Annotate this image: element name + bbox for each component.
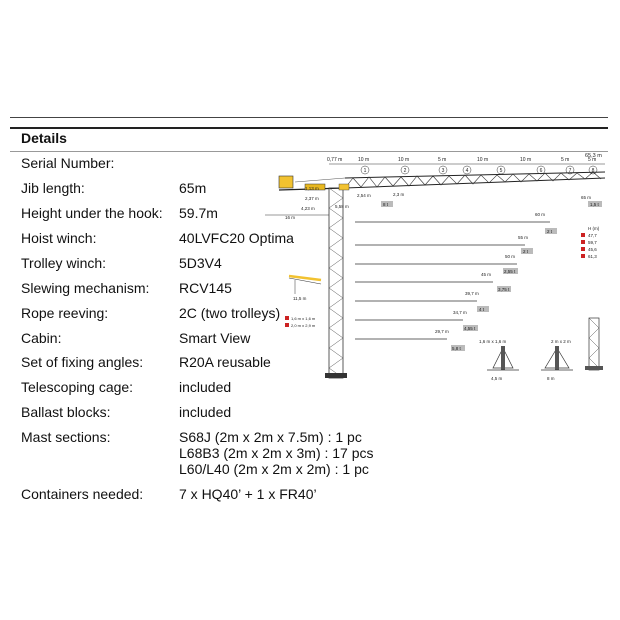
row-label-fixing-angles: Set of fixing angles: xyxy=(21,354,144,370)
section-num-4: 4 xyxy=(466,168,469,174)
section-num-3: 3 xyxy=(442,168,445,174)
dim-left-5: 2,3 m xyxy=(393,192,405,197)
dim-left-0: 1,13 m xyxy=(305,186,319,191)
jib-weight-0: 2 t xyxy=(547,229,553,234)
row-value-mast-sections: S68J (2m x 2m x 7.5m) : 1 pc L68B3 (2m x… xyxy=(179,429,374,477)
hoist-winch-text: 40LVFC20 Optima xyxy=(179,230,296,246)
jib-length-1: 55 m xyxy=(518,235,528,240)
section-title: Details xyxy=(21,130,67,146)
fixing-angles-text: R20A reusable xyxy=(179,354,273,370)
height-value-1: 59,7 xyxy=(588,240,597,245)
base-measure-1: 8 m xyxy=(547,376,555,381)
row-value-hoist-winch: 40LVFC20 Optima xyxy=(179,230,296,246)
dim-left-7: 8 t xyxy=(383,202,389,207)
dim-top-4: 10 m xyxy=(477,157,488,163)
section-num-6: 6 xyxy=(540,168,543,174)
header-underline xyxy=(10,151,608,152)
base-dim-0: 1,6 m x 1,6 m xyxy=(479,339,507,344)
main-jib xyxy=(344,171,606,189)
jib-length-6: 29,7 m xyxy=(435,329,449,334)
section-num-1: 1 xyxy=(364,168,367,174)
mast xyxy=(325,183,350,379)
section-num-7: 7 xyxy=(569,168,572,174)
dim-top-2: 10 m xyxy=(398,157,409,163)
dim-top-6: 5 m xyxy=(561,157,569,163)
row-label-rope-reeving: Rope reeving: xyxy=(21,305,109,321)
row-label-jib-length: Jib length: xyxy=(21,180,85,196)
height-value-0: 47,7 xyxy=(588,233,597,238)
dim-left-3: 16 m xyxy=(285,215,295,220)
row-value-fixing-angles: R20A reusable xyxy=(179,354,273,370)
row-value-telescoping-cage: included xyxy=(179,379,232,395)
rope-reeving-text: 2C (two trolleys) xyxy=(179,305,283,321)
jib-weight-4: 4 t xyxy=(479,307,485,312)
height-value-2: 45,6 xyxy=(588,247,597,252)
row-value-ballast-blocks: included xyxy=(179,404,232,420)
mast-section-line: L60/L40 (2m x 2m x 2m) : 1 pc xyxy=(179,461,369,477)
mast-section-line: L68B3 (2m x 2m x 3m) : 17 pcs xyxy=(179,445,374,461)
header-rule xyxy=(10,127,608,129)
jib-weight-1: 2 t xyxy=(523,249,529,254)
row-value-jib-length: 65m xyxy=(179,180,207,196)
jib-length-4: 39,7 m xyxy=(465,291,479,296)
dim-left-2: 4,23 m xyxy=(301,206,315,211)
jib-length-3: 45 m xyxy=(481,272,491,277)
jib-weight-6: 5,8 t xyxy=(452,346,462,351)
jib-length-0: 60 m xyxy=(535,212,545,217)
section-num-8: 8 xyxy=(592,168,595,174)
row-label-ballast-blocks: Ballast blocks: xyxy=(21,404,111,420)
counterjib-view: 11,5 m xyxy=(288,274,322,301)
row-value-cabin: Smart View xyxy=(179,330,253,346)
dim-left-6: 5,58 m xyxy=(335,204,349,209)
dim-top-5: 10 m xyxy=(520,157,531,163)
row-label-trolley-winch: Trolley winch: xyxy=(21,255,107,271)
row-label-serial-number: Serial Number: xyxy=(21,155,115,171)
row-value-containers-needed: 7 x HQ40’ + 1 x FR40’ xyxy=(179,486,317,502)
dim-top-3: 5 m xyxy=(438,157,446,163)
height-value-3: 61,3 xyxy=(588,254,597,259)
tip-weight: 1,5 t xyxy=(590,202,600,207)
top-rule xyxy=(10,117,608,118)
row-label-cabin: Cabin: xyxy=(21,330,62,346)
height-legend-title: H (m) xyxy=(588,226,600,231)
dim-top-1: 10 m xyxy=(358,157,369,163)
row-label-telescoping-cage: Telescoping cage: xyxy=(21,379,134,395)
base-dim-1: 2 m x 2 m xyxy=(551,339,571,344)
row-label-containers-needed: Containers needed: xyxy=(21,486,144,502)
fixing-label-0: 1,6 m x 1,6 m xyxy=(291,316,316,321)
dim-total: 65,3 m xyxy=(585,153,602,159)
row-value-slewing-mechanism: RCV145 xyxy=(179,280,232,296)
section-num-5: 5 xyxy=(500,168,503,174)
jib-weight-3: 3,75 t xyxy=(498,287,510,292)
base-frames: 1,6 m x 1,6 m 4,5 m 2 m x 2 m 8 m xyxy=(479,317,603,381)
base-measure-0: 4,5 m xyxy=(491,376,503,381)
cabin-text: Smart View xyxy=(179,330,253,346)
counterjib-dim: 11,5 m xyxy=(293,296,307,301)
dim-left-4: 2,54 m xyxy=(357,193,371,198)
dim-top-0: 0,77 m xyxy=(327,157,342,163)
row-label-height-under-hook: Height under the hook: xyxy=(21,205,163,221)
counter-jib xyxy=(278,175,346,191)
jib-weight-2: 2,55 t xyxy=(504,269,516,274)
dim-left-1: 2,37 m xyxy=(305,196,319,201)
row-value-trolley-winch: 5D3V4 xyxy=(179,255,222,271)
dim-top-7: 5 m xyxy=(588,157,596,163)
row-value-rope-reeving: 2C (two trolleys) xyxy=(179,305,283,321)
row-label-hoist-winch: Hoist winch: xyxy=(21,230,97,246)
jib-weight-5: 4,55 t xyxy=(464,326,476,331)
height-legend: H (m) 47,7 59,7 45,6 61,3 xyxy=(581,226,600,259)
row-label-mast-sections: Mast sections: xyxy=(21,429,111,445)
jib-configs: 60 m 2 t 55 m 2 t 50 m 2,55 t 45 m 3,75 … xyxy=(355,212,557,351)
jib-length-2: 50 m xyxy=(505,254,515,259)
section-num-2: 2 xyxy=(404,168,407,174)
jib-length-5: 34,7 m xyxy=(453,310,467,315)
tip-dim: 65 m xyxy=(581,195,591,200)
fixing-label-1: 2,0 m x 2,9 m xyxy=(291,323,316,328)
row-label-slewing-mechanism: Slewing mechanism: xyxy=(21,280,150,296)
row-value-height-under-hook: 59.7m xyxy=(179,205,218,221)
mast-section-line: S68J (2m x 2m x 7.5m) : 1 pc xyxy=(179,429,362,445)
crane-diagram: 65,3 m 0,77 m 10 m 10 m 5 m 10 m 10 m 5 … xyxy=(265,153,606,381)
